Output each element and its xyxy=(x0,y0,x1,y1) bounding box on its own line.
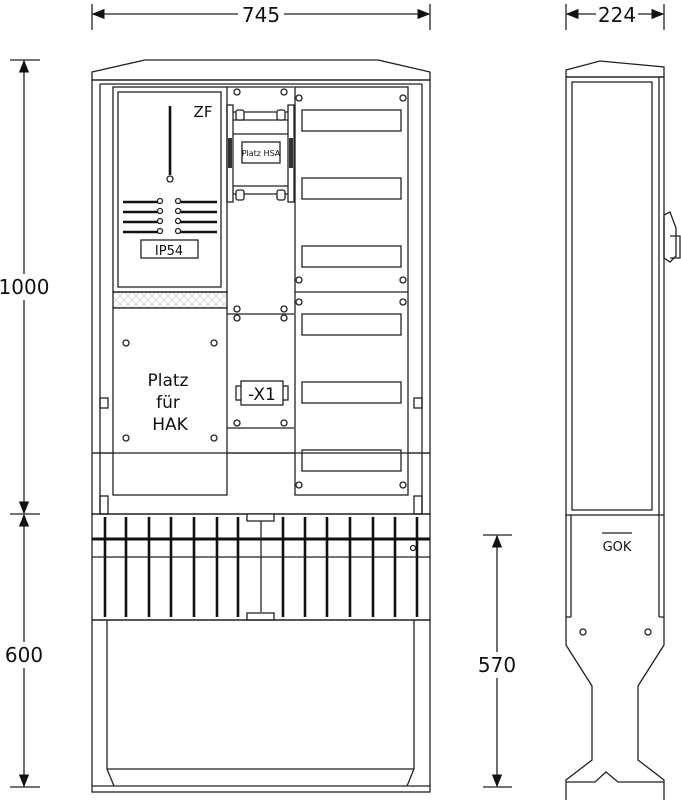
height-lower-label: 600 xyxy=(5,643,43,667)
terminal-label: -X1 xyxy=(248,385,276,405)
hak-label-2: für xyxy=(156,393,180,413)
meter-panel: ZF IP54 xyxy=(112,86,228,293)
dimension-width: 745 xyxy=(91,2,431,30)
plinth xyxy=(91,619,431,793)
foot-height-label: 570 xyxy=(478,653,516,677)
cable-section xyxy=(91,513,431,621)
hsa-column: Platz HSA -X1 xyxy=(226,86,295,429)
vent-slots xyxy=(123,197,217,235)
hak-label-3: HAK xyxy=(152,415,188,435)
front-view: ZF IP54 Platz für HAK xyxy=(91,59,431,793)
hak-panel: Platz für HAK xyxy=(112,307,228,496)
handle-icon xyxy=(663,211,681,263)
ip-label: IP54 xyxy=(155,244,183,259)
hsa-label: Platz HSA xyxy=(242,149,281,158)
dimension-foot: 570 xyxy=(475,534,519,788)
height-upper-label: 1000 xyxy=(0,275,49,299)
width-label: 745 xyxy=(242,3,280,27)
distribution-panel xyxy=(92,86,430,496)
hak-label-1: Platz xyxy=(148,371,189,391)
dimension-height: 1000 600 xyxy=(0,59,50,788)
side-view: GOK xyxy=(565,60,681,800)
dimension-depth: 224 xyxy=(565,2,665,30)
meter-label: ZF xyxy=(194,103,213,121)
ground-level-label: GOK xyxy=(603,540,632,555)
depth-label: 224 xyxy=(598,3,636,27)
